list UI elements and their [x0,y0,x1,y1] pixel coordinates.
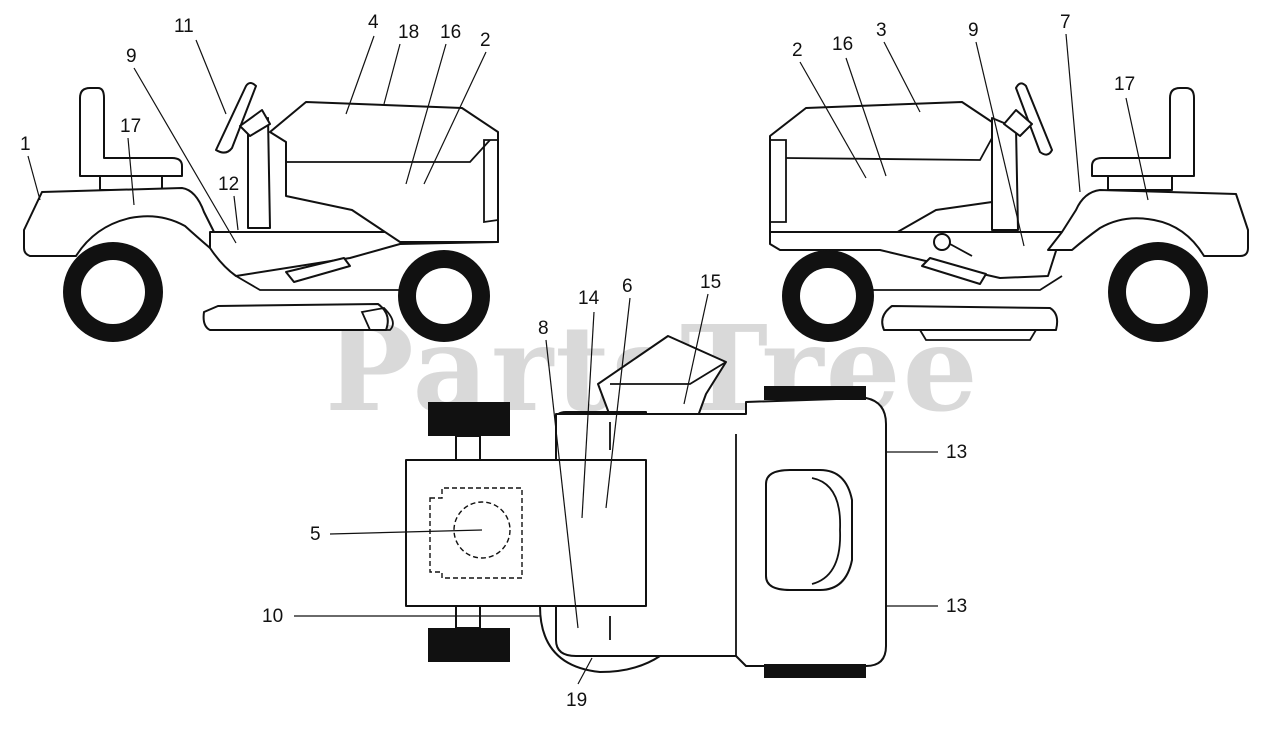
callout-label: 13 [946,442,967,463]
frame-lower-line [860,275,1063,291]
hood-top [405,459,677,607]
callout-label: 1 [20,134,31,155]
callout-label: 10 [262,606,283,627]
deck-side [539,605,661,673]
steering-wheel [1015,82,1053,156]
seat-contour [811,477,841,585]
mower-deck [881,305,1059,331]
callout-label: 13 [946,596,967,617]
front-tire-bottom [428,628,510,662]
pedal [921,257,987,285]
rear-fender [23,187,253,257]
deck-chute [360,307,394,331]
callout-label: 6 [622,276,633,297]
rear-fender [1047,189,1249,257]
pedal [285,257,351,283]
dash-panel [991,117,1019,231]
right-view-callouts: 2 16 3 9 7 17 [792,12,1149,247]
hood-panel-line [785,137,993,161]
callout-label: 9 [126,46,137,67]
callout-label: 2 [480,30,491,51]
hood [269,101,499,243]
callout-label: 11 [174,16,194,37]
deck-skirt [918,329,1038,341]
callout-label: 3 [876,20,887,41]
grille-line [769,139,787,223]
rear-hub [81,260,145,324]
callout-label: 5 [310,524,321,545]
callout-label: 7 [1060,12,1071,33]
seat-back [1091,87,1195,177]
hood [769,101,993,243]
frame-lower-line [235,275,420,291]
callout-label: 2 [792,40,803,61]
seat-base [1107,175,1173,191]
front-tire-top [428,402,510,436]
front-axle-top [455,435,481,461]
chute-fold-line [610,361,727,385]
front-hub [416,268,472,324]
right-side-view [769,82,1249,342]
seat-back [79,87,183,177]
top-view-callouts: 8 14 6 15 5 10 19 13 13 [262,272,967,711]
rear-tire-bottom [764,664,866,678]
front-hub [800,268,856,324]
front-axle-bottom [455,605,481,629]
ignition-key-icon [933,233,951,251]
callout-label: 4 [368,12,379,33]
callout-label: 18 [398,22,419,43]
callout-label: 9 [968,20,979,41]
rear-hub [1126,260,1190,324]
callout-label: 12 [218,174,239,195]
left-view-callouts: 1 17 9 11 12 4 18 16 2 [20,12,491,244]
callout-label: 8 [538,318,549,339]
seat-top [765,469,853,591]
grille-line [483,139,499,224]
callout-label: 17 [1114,74,1135,95]
callout-label: 17 [120,116,141,137]
mower-deck [202,303,389,331]
callout-label: 16 [832,34,853,55]
callout-label: 14 [578,288,600,309]
steering-column [1003,109,1033,137]
callout-label: 19 [566,690,587,711]
left-side-view [23,82,499,342]
rear-tire-top [764,386,866,400]
decal-outline-inner [453,501,511,559]
decal-outline-outer [429,487,523,579]
steering-wheel [215,82,257,154]
top-view [405,335,887,678]
steering-column [239,109,271,137]
callout-label: 16 [440,22,461,43]
callout-label: 15 [700,272,721,293]
